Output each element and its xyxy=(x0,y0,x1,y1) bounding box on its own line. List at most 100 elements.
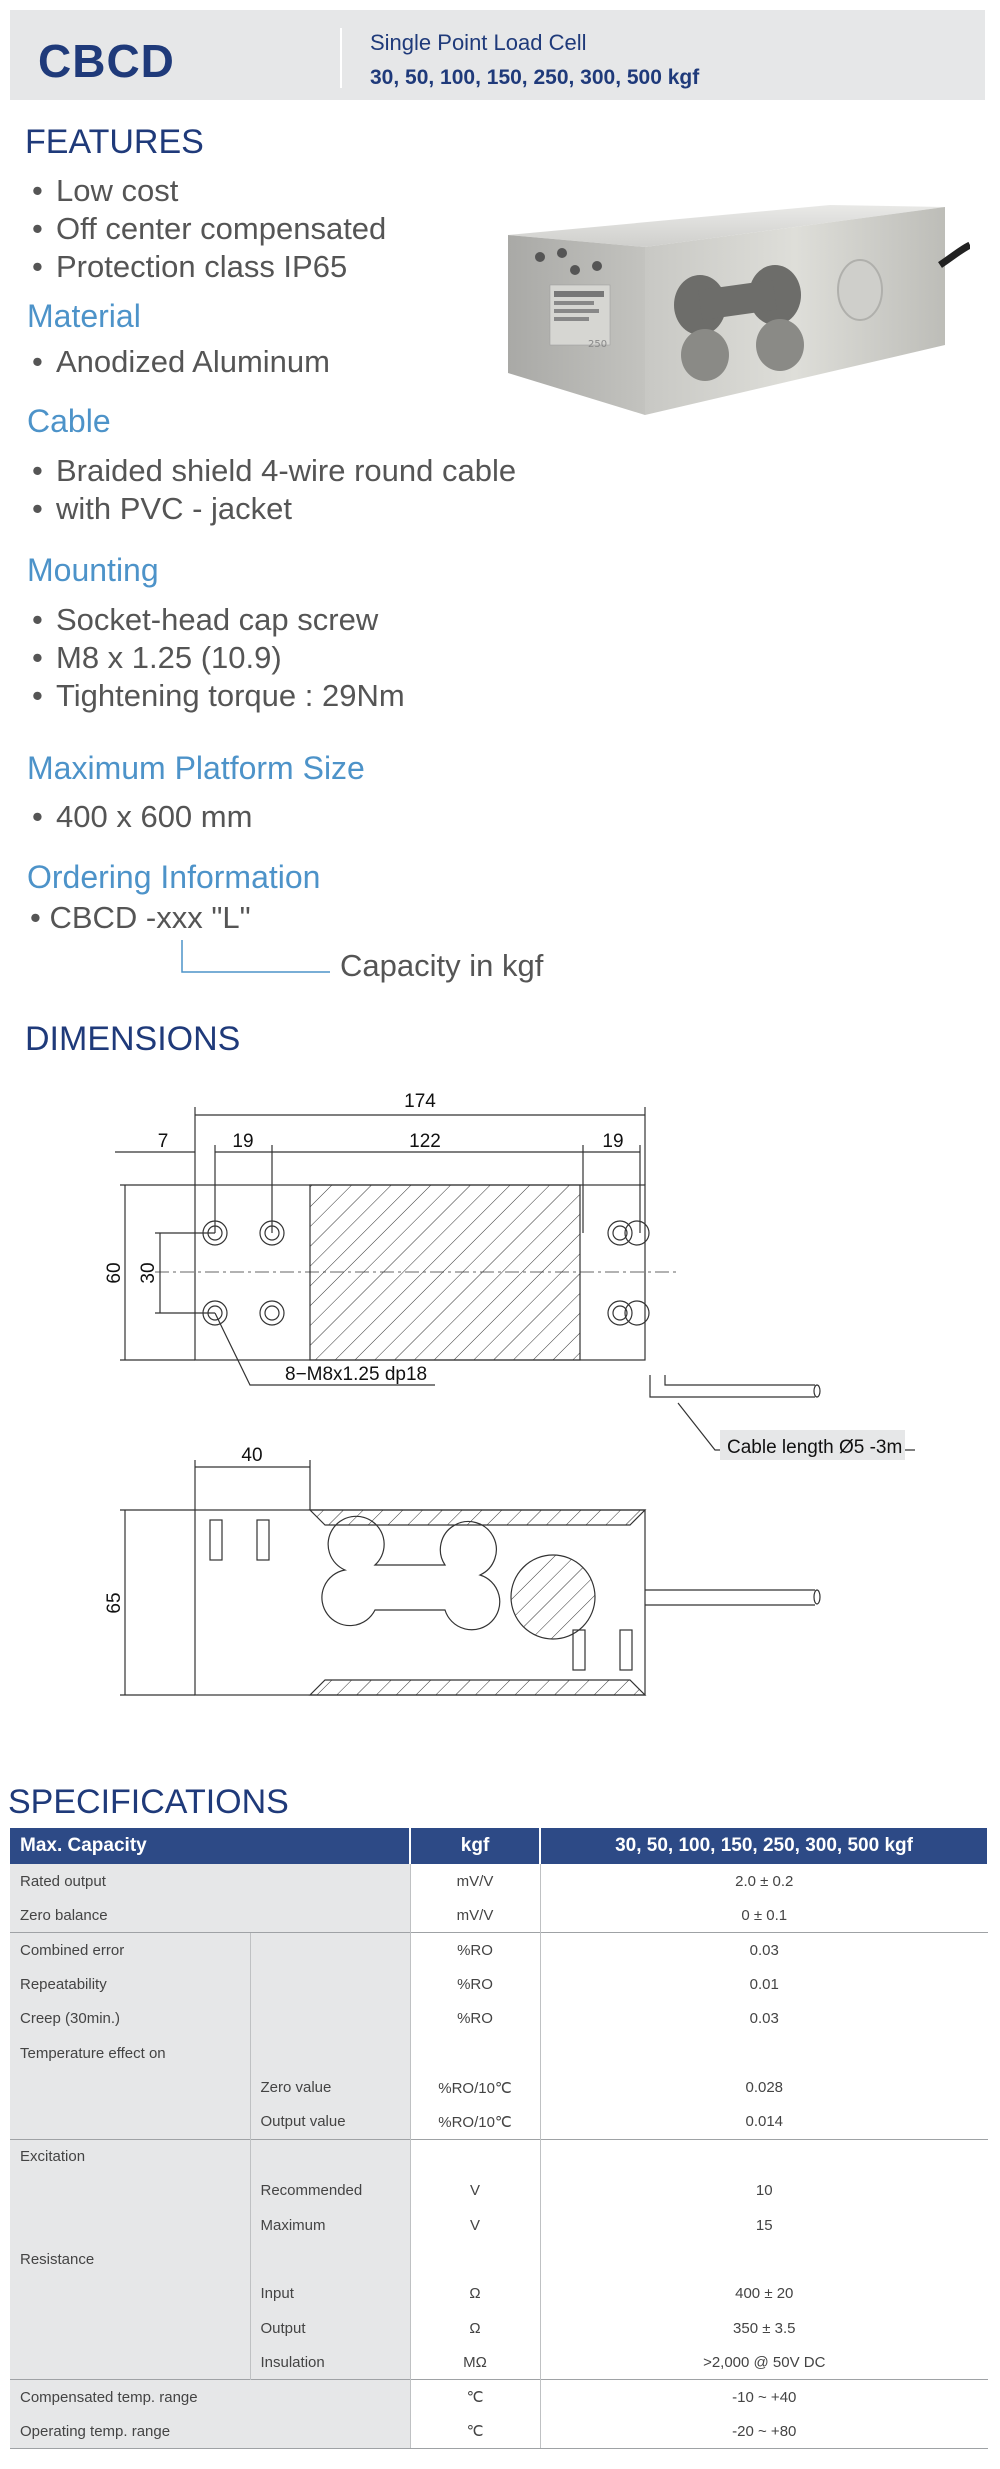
mounting-item: Socket-head cap screw xyxy=(30,601,405,639)
dim-side-height-label: 65 xyxy=(104,1592,125,1613)
table-row: Creep (30min.) %RO 0.03 xyxy=(10,2001,989,2036)
title-banner: CBCD Single Point Load Cell 30, 50, 100,… xyxy=(10,10,985,100)
spec-sublabel: Zero value xyxy=(249,2070,411,2105)
table-row: Compensated temp. range ℃ -10 ~ +40 xyxy=(10,2379,989,2415)
spec-unit xyxy=(409,2035,541,2071)
spec-header-row: Max. Capacity kgf 30, 50, 100, 150, 250,… xyxy=(10,1828,990,1864)
spec-label: Resistance xyxy=(10,2242,250,2277)
platform-item: 400 x 600 mm xyxy=(30,798,252,836)
spec-unit: mV/V xyxy=(409,1864,541,1899)
dim-edge-label: 7 xyxy=(158,1131,169,1152)
spec-value: 400 ± 20 xyxy=(539,2276,989,2312)
spec-unit: %RO xyxy=(409,1932,541,1968)
spec-label: Temperature effect on xyxy=(10,2035,250,2071)
mounting-item: Tightening torque : 29Nm xyxy=(30,677,405,715)
spec-unit: %RO/10℃ xyxy=(409,2070,541,2105)
spec-sublabel xyxy=(249,1932,411,1968)
table-row: Output value %RO/10℃ 0.014 xyxy=(10,2104,989,2140)
spec-label: Operating temp. range xyxy=(10,2414,411,2450)
spec-label xyxy=(10,2173,250,2208)
table-row: Maximum V 15 xyxy=(10,2207,989,2243)
spec-label: Rated output xyxy=(10,1864,411,1899)
table-row: Rated output mV/V 2.0 ± 0.2 xyxy=(10,1864,989,1899)
spec-unit: MΩ xyxy=(409,2345,541,2380)
mounting-list: Socket-head cap screw M8 x 1.25 (10.9) T… xyxy=(30,601,405,715)
dim-hole-right-label: 19 xyxy=(602,1131,623,1152)
specifications-table: Max. Capacity kgf 30, 50, 100, 150, 250,… xyxy=(10,1828,990,2450)
spec-header-label: Max. Capacity xyxy=(10,1828,412,1864)
spec-label: Zero balance xyxy=(10,1898,411,1933)
spec-label: Creep (30min.) xyxy=(10,2001,250,2036)
spec-unit: %RO xyxy=(409,2001,541,2036)
material-list: Anodized Aluminum xyxy=(30,343,330,381)
table-row: Repeatability %RO 0.01 xyxy=(10,1967,989,2002)
table-row: Zero value %RO/10℃ 0.028 xyxy=(10,2070,989,2105)
spec-unit: %RO xyxy=(409,1967,541,2002)
spec-label xyxy=(10,2311,250,2346)
spec-label: Repeatability xyxy=(10,1967,250,2002)
spec-value: 0.028 xyxy=(539,2070,989,2105)
spec-label: Combined error xyxy=(10,1932,250,1968)
feature-item: Protection class IP65 xyxy=(30,248,386,286)
table-row: Operating temp. range ℃ -20 ~ +80 xyxy=(10,2414,989,2450)
spec-sublabel: Input xyxy=(249,2276,411,2312)
ordering-heading: Ordering Information xyxy=(27,859,321,895)
order-code-variable: -xxx xyxy=(145,900,203,935)
spec-sublabel: Insulation xyxy=(249,2345,411,2380)
spec-value xyxy=(539,2242,989,2277)
dim-total-label: 174 xyxy=(404,1091,436,1112)
material-heading: Material xyxy=(27,298,141,334)
dim-hole-left-label: 19 xyxy=(232,1131,253,1152)
product-subtitle: Single Point Load Cell xyxy=(370,30,587,55)
spec-value xyxy=(539,2035,989,2071)
features-list: Low cost Off center compensated Protecti… xyxy=(30,172,386,286)
spec-sublabel xyxy=(249,2242,411,2277)
spec-header-value: 30, 50, 100, 150, 250, 300, 500 kgf xyxy=(540,1828,990,1864)
features-heading: FEATURES xyxy=(25,123,204,161)
dim-side-width-label: 40 xyxy=(241,1445,262,1466)
dimension-drawing: 174 7 19 122 19 60 30 8−M8x1.25 dp18 40 … xyxy=(104,1091,915,1696)
cable-item-continued: with PVC - jacket xyxy=(30,490,516,528)
platform-heading: Maximum Platform Size xyxy=(27,750,365,786)
spec-sublabel: Output xyxy=(249,2311,411,2346)
dim-height-label: 60 xyxy=(104,1262,125,1283)
cable-list: Braided shield 4-wire round cable with P… xyxy=(30,452,516,528)
spec-header-unit: kgf xyxy=(410,1828,542,1864)
spec-unit: V xyxy=(409,2173,541,2208)
table-row: Excitation xyxy=(10,2138,989,2174)
specifications-heading: SPECIFICATIONS xyxy=(8,1783,289,1821)
capacity-list: 30, 50, 100, 150, 250, 300, 500 kgf xyxy=(370,66,700,89)
feature-item: Off center compensated xyxy=(30,210,386,248)
load-cell-photo: 250 xyxy=(508,205,970,415)
spec-value: -10 ~ +40 xyxy=(539,2379,989,2415)
table-row: Output Ω 350 ± 3.5 xyxy=(10,2311,989,2346)
table-row: Recommended V 10 xyxy=(10,2173,989,2208)
spec-value: 2.0 ± 0.2 xyxy=(539,1864,989,1899)
spec-unit: Ω xyxy=(409,2276,541,2312)
spec-label xyxy=(10,2345,250,2380)
header-divider xyxy=(340,28,342,88)
spec-sublabel: Maximum xyxy=(249,2207,411,2243)
spec-label xyxy=(10,2276,250,2312)
dim-hole-spacing-label: 30 xyxy=(138,1262,159,1283)
order-code: • CBCD -xxx "L" xyxy=(30,900,251,935)
spec-sublabel xyxy=(249,1967,411,2002)
material-item: Anodized Aluminum xyxy=(30,343,330,381)
cable-callout: Cable length Ø5 -3m xyxy=(727,1437,902,1458)
table-row: Combined error %RO 0.03 xyxy=(10,1932,989,1968)
spec-sublabel: Recommended xyxy=(249,2173,411,2208)
spec-unit: mV/V xyxy=(409,1898,541,1933)
spec-label xyxy=(10,2070,250,2105)
dimensions-heading: DIMENSIONS xyxy=(25,1020,241,1058)
spec-value xyxy=(539,2138,989,2174)
spec-sublabel xyxy=(249,2001,411,2036)
table-row: Insulation MΩ >2,000 @ 50V DC xyxy=(10,2345,989,2380)
spec-value: 0.01 xyxy=(539,1967,989,2002)
table-row: Temperature effect on xyxy=(10,2035,989,2071)
spec-value: >2,000 @ 50V DC xyxy=(539,2345,989,2380)
engraving-text: 250 xyxy=(588,339,607,350)
hole-callout: 8−M8x1.25 dp18 xyxy=(285,1364,427,1385)
table-row: Resistance xyxy=(10,2242,989,2277)
spec-unit xyxy=(409,2242,541,2277)
spec-unit: ℃ xyxy=(409,2379,541,2415)
